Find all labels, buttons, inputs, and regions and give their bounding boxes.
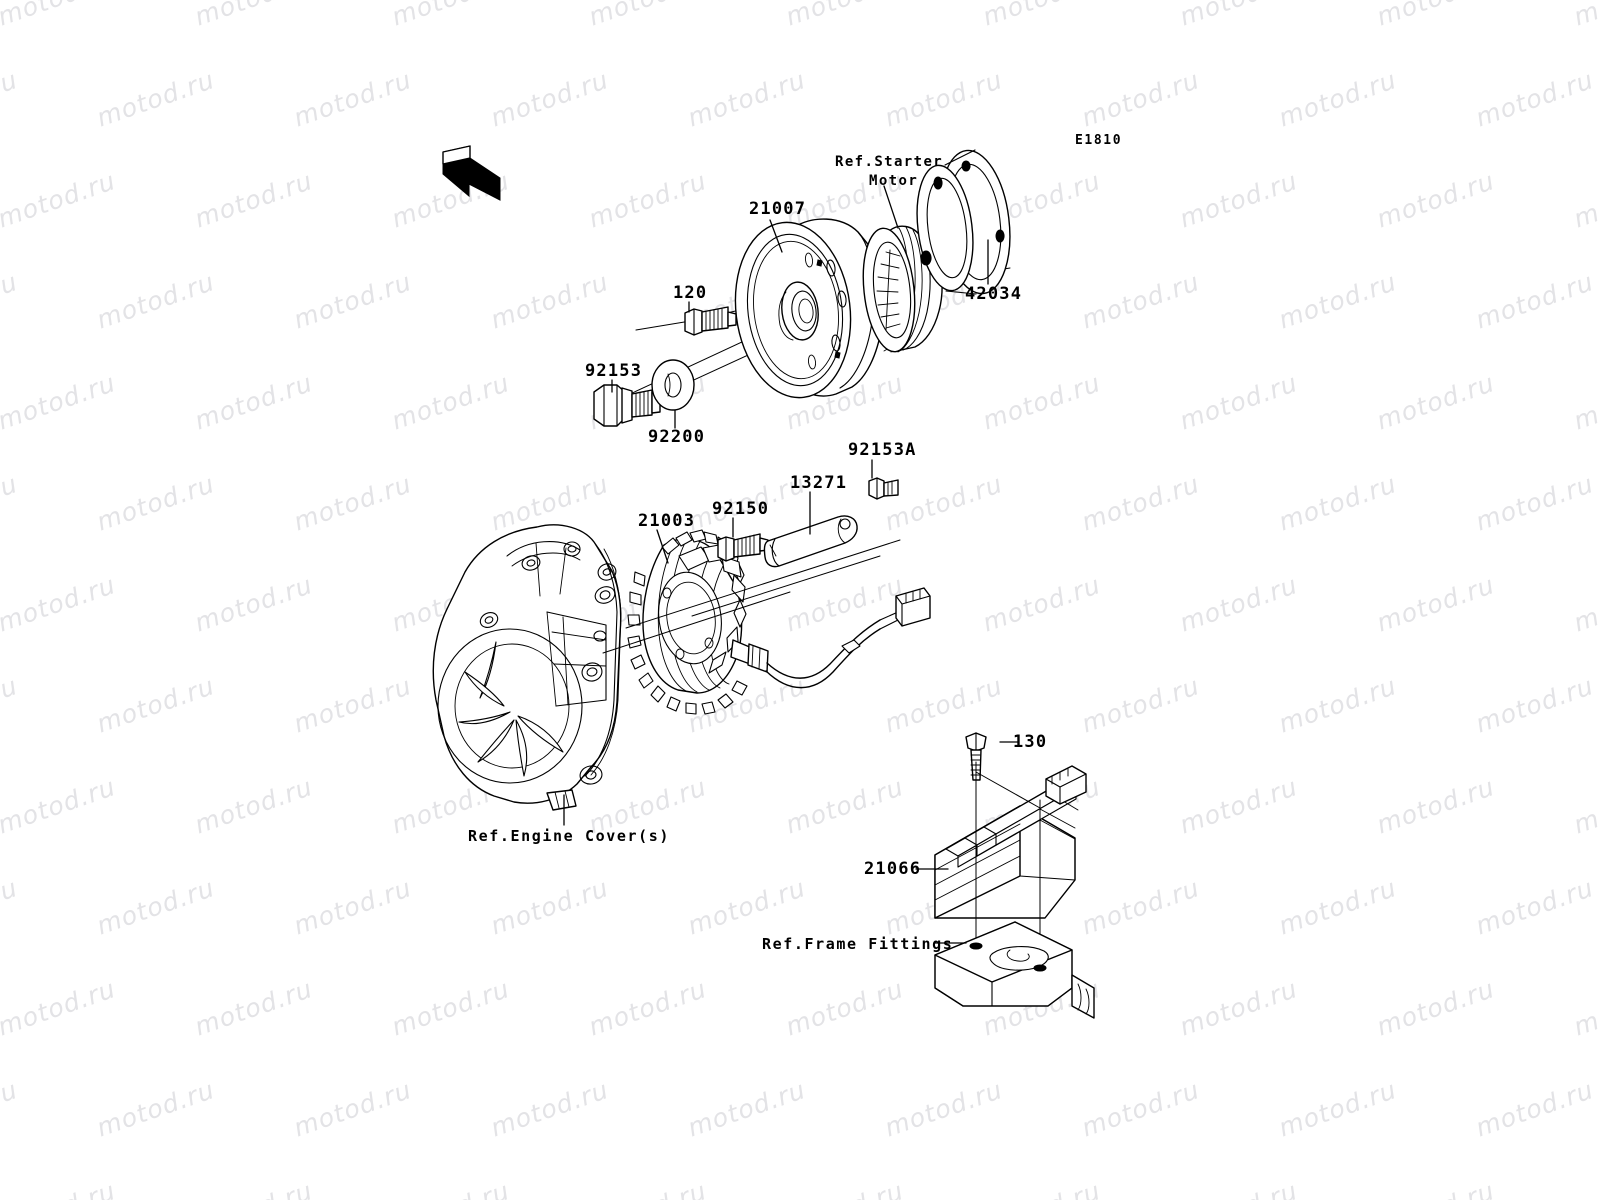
part-21066-regulator <box>934 761 1087 969</box>
ref-starter-motor-line2: Motor <box>869 173 919 189</box>
leader-lines <box>563 185 1019 944</box>
assembly-axis-lines-bottom <box>602 539 901 654</box>
label-21066: 21066 <box>864 859 922 879</box>
part-92153-flange-bolt <box>593 384 661 427</box>
label-13271: 13271 <box>790 473 848 493</box>
part-120-bolt <box>684 306 737 336</box>
label-92150: 92150 <box>712 499 770 519</box>
part-21007-rotor <box>734 218 885 399</box>
ref-starter-motor-line1: Ref.Starter <box>835 154 944 170</box>
part-92150-bolt <box>717 533 769 562</box>
label-92200: 92200 <box>648 427 706 447</box>
ref-frame-fittings: Ref.Frame Fittings <box>762 935 954 953</box>
part-frame-bracket <box>934 921 1095 1019</box>
stator-wire-harness <box>747 587 931 689</box>
label-130: 130 <box>1013 732 1048 752</box>
part-engine-cover <box>432 524 622 811</box>
part-92200-washer <box>651 359 695 411</box>
label-21003: 21003 <box>638 511 696 531</box>
ref-engine-cover: Ref.Engine Cover(s) <box>468 827 670 845</box>
part-13271-wire-cover <box>763 515 858 568</box>
part-42034-clutch-ring <box>916 149 1011 295</box>
label-120: 120 <box>673 283 708 303</box>
label-92153A: 92153A <box>848 440 917 460</box>
part-92153A-bolt <box>868 477 899 500</box>
diagram-code: E1810 <box>1075 133 1123 148</box>
label-42034: 42034 <box>965 284 1023 304</box>
front-arrow-icon <box>442 145 501 201</box>
label-92153: 92153 <box>585 361 643 381</box>
label-21007: 21007 <box>749 199 807 219</box>
